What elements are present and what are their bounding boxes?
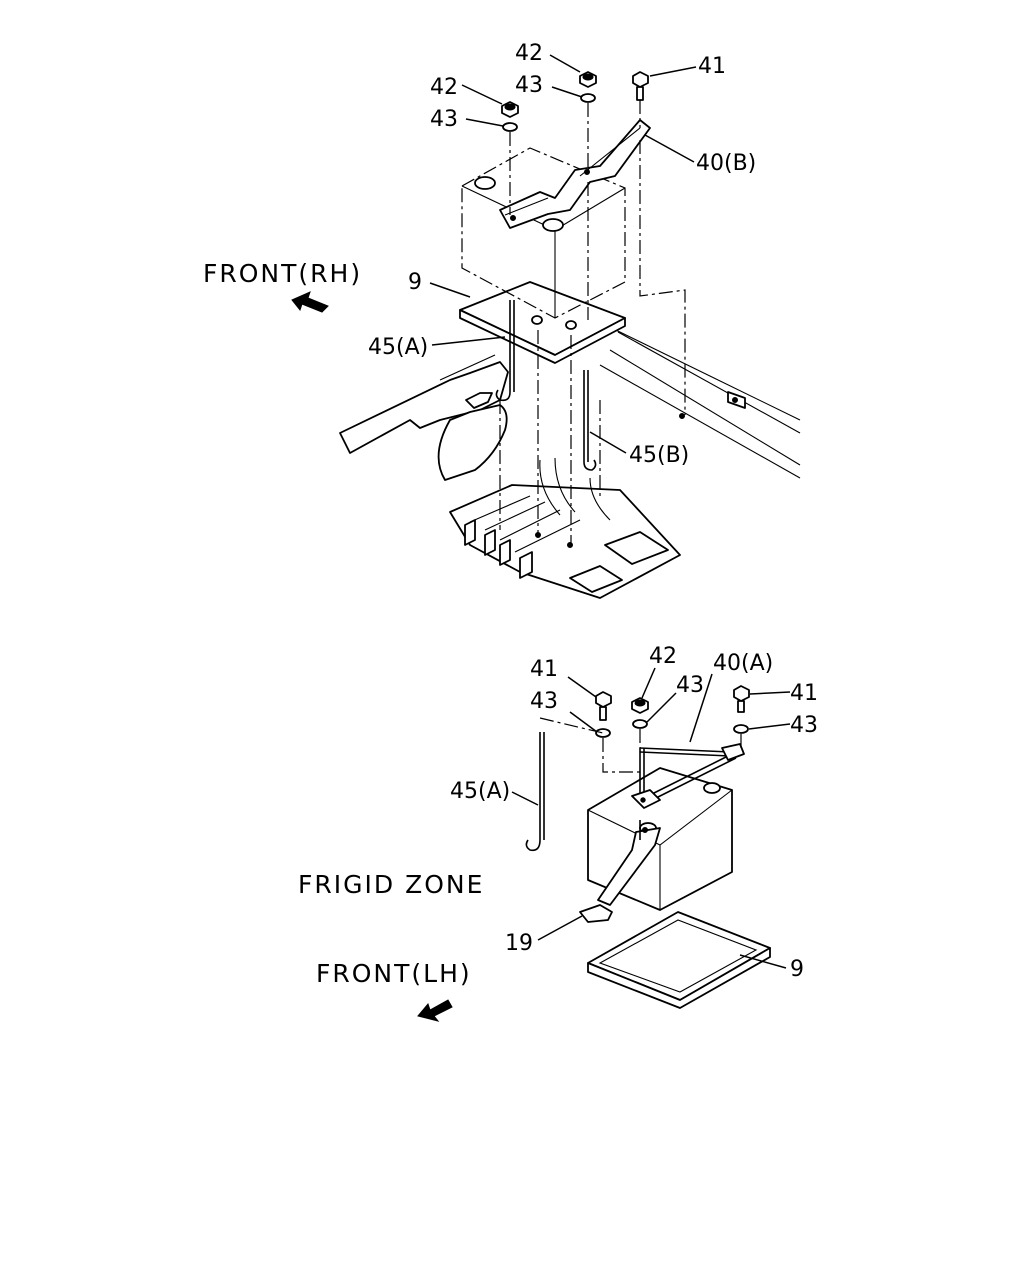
hook-rod-45a-top: [495, 300, 511, 402]
label-41: 41: [698, 54, 726, 79]
label-42-right: 42: [515, 41, 543, 66]
frame-rail-right: [584, 314, 801, 479]
top-assembly: 42 43 42 43 41 40(B) 9 45(A) 45(B) FRONT…: [203, 41, 801, 599]
label-43-left: 43: [430, 107, 458, 132]
label-41-bottom-right: 41: [790, 681, 818, 706]
label-43-bottom-left: 43: [530, 689, 558, 714]
label-45b: 45(B): [629, 443, 689, 468]
nut-42-left: [501, 101, 519, 118]
frigid-zone-label: FRIGID ZONE: [298, 870, 484, 899]
label-41-bottom-left: 41: [530, 657, 558, 682]
battery-clamp-40a: [631, 743, 745, 809]
label-43-right: 43: [515, 73, 543, 98]
battery-support-floor: [449, 457, 681, 599]
label-45a-bottom: 45(A): [450, 779, 510, 804]
battery-top: [461, 147, 626, 319]
bolt-41-left: [595, 691, 612, 721]
battery-tray-bottom: [587, 911, 771, 1009]
label-40b: 40(B): [696, 151, 756, 176]
nut-42-bottom: [631, 697, 649, 714]
label-9-top: 9: [408, 270, 422, 295]
label-19: 19: [505, 931, 533, 956]
label-42-left: 42: [430, 75, 458, 100]
label-45a-top: 45(A): [368, 335, 428, 360]
washer-43-bottom-right: [733, 724, 749, 734]
front-rh-label: FRONT(RH): [203, 259, 362, 288]
battery-clamp-40b: [499, 119, 651, 229]
washer-43-bottom-mid: [632, 719, 648, 729]
front-rh-arrow: [291, 291, 329, 313]
washer-43-bottom-left: [595, 728, 611, 738]
bottom-assembly: 41 43 42 43 40(A) 41 43 45(A) 19 9 FRIGI…: [298, 644, 818, 1022]
battery-tray-top-rim: [459, 309, 626, 364]
label-40a: 40(A): [713, 651, 773, 676]
bracket-19: [579, 820, 661, 923]
label-42-bottom: 42: [649, 644, 677, 669]
frame-rail-left: [339, 354, 509, 481]
label-43-bottom-mid: 43: [676, 673, 704, 698]
front-lh-label: FRONT(LH): [316, 959, 472, 988]
washer-43-right: [580, 93, 596, 103]
front-lh-arrow: [417, 999, 453, 1022]
bolt-41-right: [733, 685, 750, 713]
label-43-bottom-right: 43: [790, 713, 818, 738]
hook-rod-45a-bottom: [525, 732, 541, 852]
bolt-41-top: [632, 71, 649, 101]
label-9-bottom: 9: [790, 957, 804, 982]
nut-42-right: [579, 71, 597, 88]
washer-43-left: [502, 122, 518, 132]
hook-rod-45b-top: [583, 370, 597, 471]
